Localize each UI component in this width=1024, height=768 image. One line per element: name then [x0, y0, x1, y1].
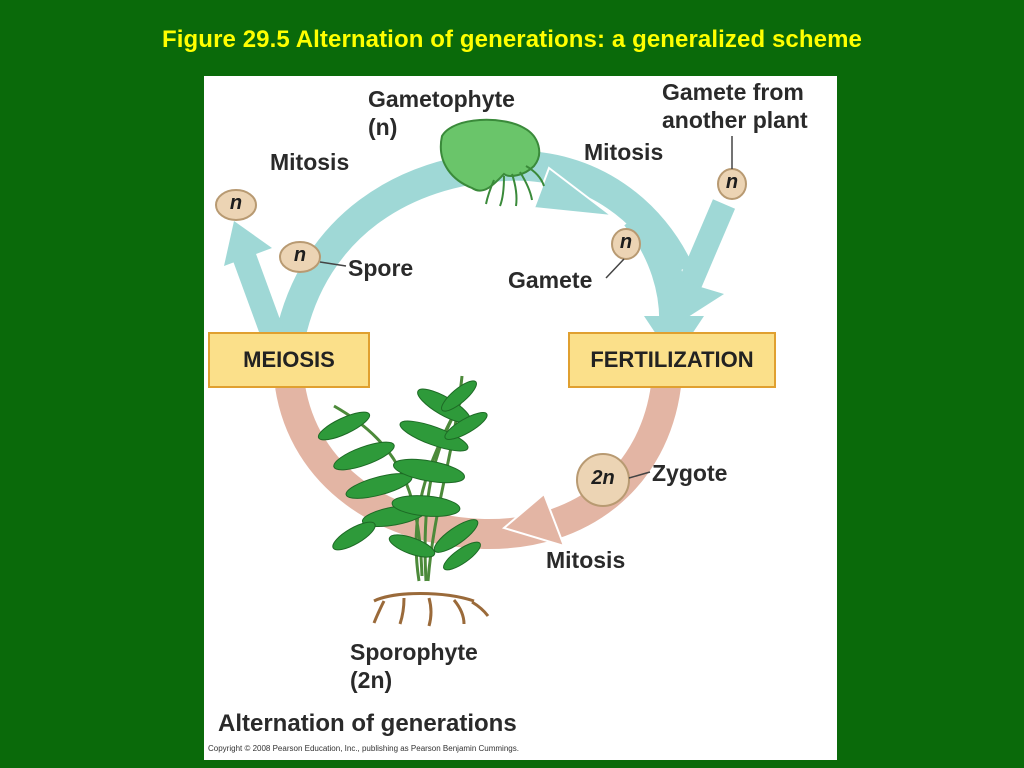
copyright-notice: Copyright © 2008 Pearson Education, Inc.…: [208, 744, 519, 753]
gametophyte-ploidy-label: (n): [368, 114, 398, 140]
spore-cell: [279, 241, 321, 273]
zygote-cell-symbol: 2n: [591, 467, 615, 489]
gamete-cell: [611, 228, 641, 260]
mitosis-bottom-label: Mitosis: [546, 547, 626, 573]
sporophyte-label: Sporophyte: [350, 639, 478, 665]
spore-label: Spore: [348, 255, 414, 281]
gamete-cell-symbol: n: [619, 231, 633, 253]
gametophyte-icon: [439, 118, 545, 207]
diploid-arc: [275, 383, 681, 550]
external-gamete-arrowhead: [664, 276, 724, 326]
gamete-from-label-line2: another plant: [662, 107, 808, 133]
spore-arrow: [232, 251, 286, 343]
spore-cell-upper: [215, 189, 257, 221]
slide-title: Figure 29.5 Alternation of generations: …: [162, 26, 862, 53]
zygote-label: Zygote: [652, 460, 728, 486]
spore-cell-symbol: n: [293, 244, 307, 266]
fertilization-box: FERTILIZATION: [568, 332, 776, 388]
gametophyte-label: Gametophyte: [368, 86, 515, 112]
pointer-lines: [319, 136, 733, 479]
cycle-graphics: [215, 118, 747, 627]
diploid-arrowhead: [501, 492, 566, 548]
meiosis-box: MEIOSIS: [208, 332, 370, 388]
mitosis-right-label: Mitosis: [584, 139, 664, 165]
sporophyte-ploidy-label: (2n): [350, 667, 393, 693]
external-gamete-arrow: [677, 199, 736, 291]
diagram-caption: Alternation of generations: [218, 710, 517, 737]
gamete-label: Gamete: [508, 267, 593, 293]
diagram-panel: Gametophyte (n) Gamete from another plan…: [204, 76, 837, 760]
external-gamete-cell-symbol: n: [725, 171, 739, 193]
fern-sporophyte-icon: [317, 375, 490, 627]
spore-cell-upper-symbol: n: [229, 192, 243, 214]
mitosis-left-label: Mitosis: [270, 149, 350, 175]
gamete-from-label-line1: Gamete from: [662, 79, 804, 105]
spore-arrowhead: [224, 221, 272, 266]
zygote-cell: [576, 453, 630, 507]
haploid-arrowhead-top: [532, 166, 616, 218]
